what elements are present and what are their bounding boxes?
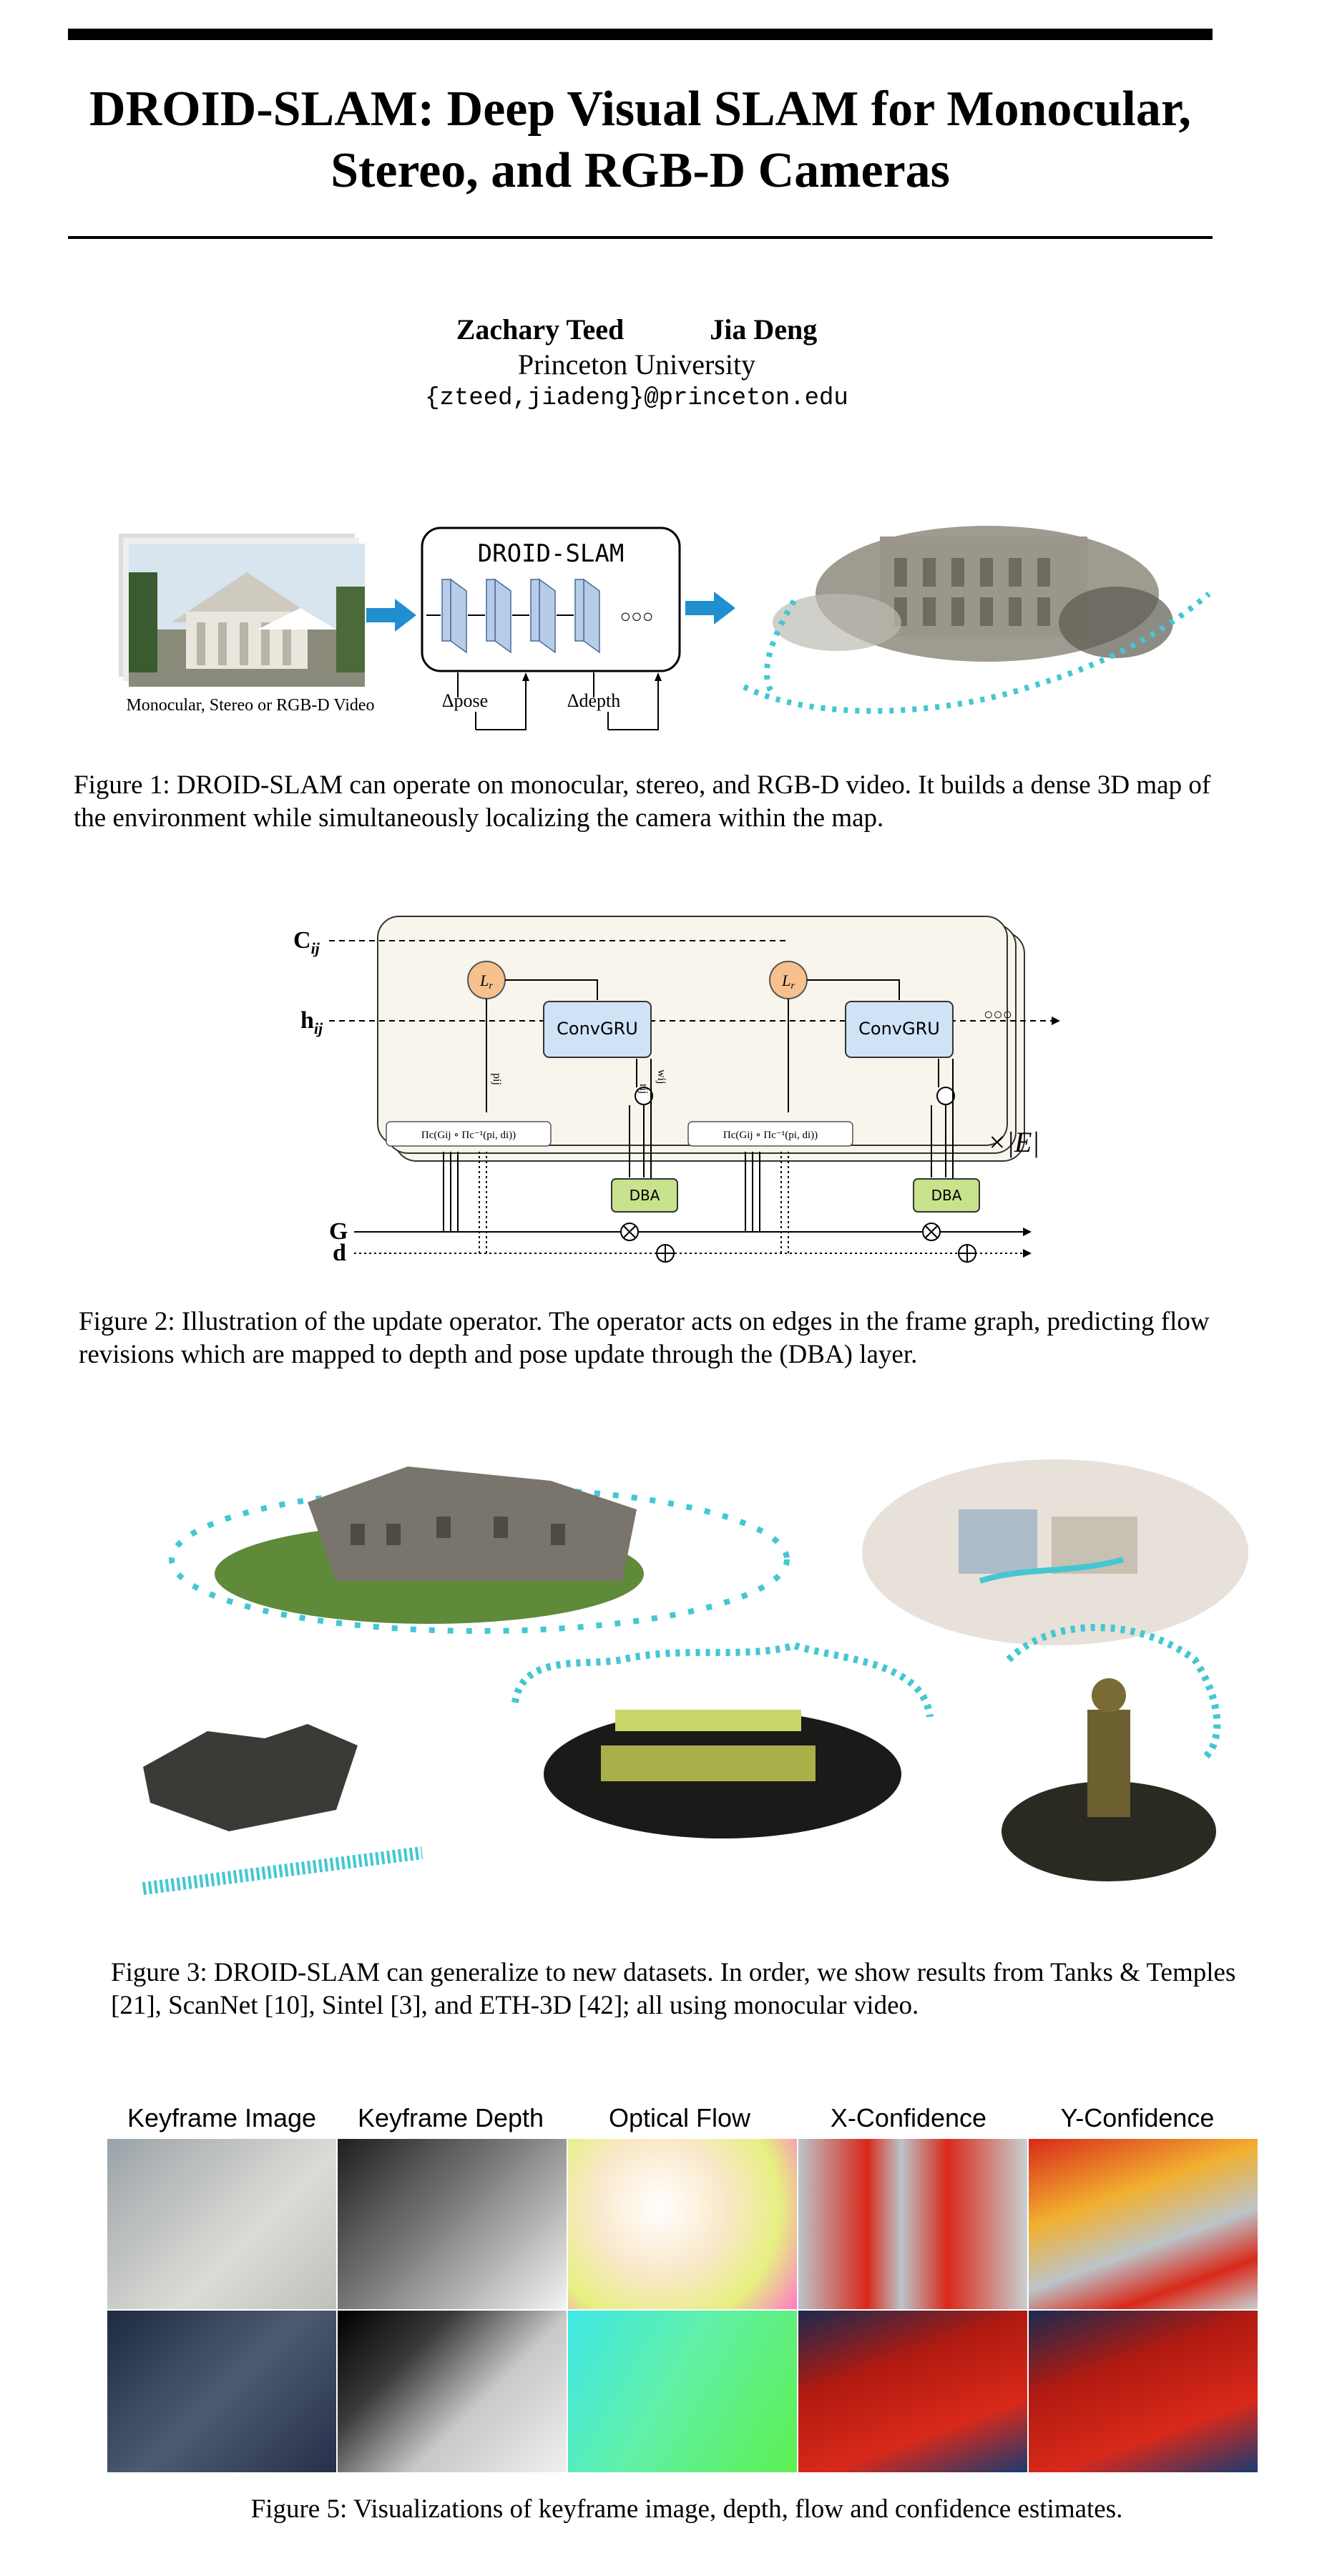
droid-slam-diagram: DROID-SLAM ○○○ Δpose Δdepth: [421, 527, 681, 730]
d-label: d: [333, 1240, 346, 1266]
column-header: Y-Confidence: [1060, 2103, 1215, 2132]
depth-label: Δdepth: [567, 690, 620, 711]
column-header: Keyframe Depth: [357, 2103, 544, 2132]
title-line-2: Stereo, and RGB-D Cameras: [330, 143, 950, 198]
times-e-label: ×|E|: [987, 1126, 1039, 1158]
convgru-label: ConvGRU: [557, 1019, 638, 1039]
title-line-1: DROID-SLAM: Deep Visual SLAM for Monocul…: [89, 82, 1192, 137]
eth3d-statue-reconstruction: [1002, 1624, 1221, 1881]
keyframe-depth: [338, 2311, 567, 2472]
figure-1: Monocular, Stereo or RGB-D Video DROID-S…: [107, 522, 1223, 737]
author-name: Zachary Teed: [456, 313, 625, 346]
input-video-frame: [129, 544, 365, 687]
plus-node: [936, 1087, 955, 1105]
title-bottom-rule: [68, 236, 1213, 239]
convgru-block: [543, 1001, 652, 1058]
projection-block: [386, 1121, 552, 1147]
sintel-reconstruction: [142, 1724, 423, 1895]
keyframe-depth: [338, 2139, 567, 2309]
input-label: Monocular, Stereo or RGB-D Video: [126, 696, 375, 715]
lr-label: Lr: [781, 971, 795, 991]
arrow-icon: [685, 592, 735, 625]
dba-label: DBA: [931, 1187, 962, 1204]
pij-label: pij: [491, 1073, 503, 1085]
column-header: Keyframe Image: [127, 2103, 317, 2132]
figure-3-caption: Figure 3: DROID-SLAM can generalize to n…: [111, 1958, 1236, 2020]
optical-flow: [568, 2311, 797, 2472]
h-label: hij: [300, 1007, 323, 1037]
convgru-block: [845, 1001, 954, 1058]
rij-label: rij: [637, 1084, 650, 1094]
author-name: Jia Deng: [710, 313, 818, 346]
figure-1-caption: Figure 1: DROID-SLAM can operate on mono…: [74, 770, 1211, 833]
lr-label: Lr: [479, 971, 493, 991]
wij-label: wij: [655, 1069, 667, 1084]
figure-5-grid: Keyframe Image Keyframe Depth Optical Fl…: [107, 2103, 1266, 2472]
projection-label: Πc(Gij ∘ Πc⁻¹(pi, di)): [421, 1130, 516, 1141]
box-title: DROID-SLAM: [478, 539, 625, 568]
arrow-icon: [366, 599, 416, 632]
convgru-label: ConvGRU: [858, 1019, 940, 1039]
keyframe-image: [107, 2139, 336, 2309]
email: {zteed,jiadeng}@princeton.edu: [425, 385, 848, 412]
keyframe-image: [107, 2311, 336, 2472]
author-list: Zachary Teed Jia Deng: [0, 313, 1273, 346]
eth3d-bench-reconstruction: [511, 1641, 934, 1838]
dba-block: [913, 1178, 980, 1213]
projection-block: [687, 1121, 853, 1147]
figure-3-results: [142, 1459, 1248, 1895]
g-label: G: [329, 1218, 348, 1245]
c-label: Cij: [293, 927, 320, 957]
dba-block: [611, 1178, 678, 1213]
optical-flow: [568, 2139, 797, 2309]
figure-2-update-operator: Cij hij Lr ConvGRU rij wij pij Πc(Gij ∘ …: [293, 916, 1060, 1266]
figure-5-caption: Figure 5: Visualizations of keyframe ima…: [250, 2494, 1123, 2524]
scannet-reconstruction: [862, 1459, 1248, 1645]
pose-label: Δpose: [442, 690, 488, 711]
x-confidence: [798, 2139, 1027, 2309]
paper-title: DROID-SLAM: Deep Visual SLAM for Monocul…: [68, 79, 1213, 202]
y-confidence: [1029, 2139, 1258, 2309]
projection-label: Πc(Gij ∘ Πc⁻¹(pi, di)): [723, 1130, 818, 1141]
tanks-temples-reconstruction: [169, 1466, 790, 1634]
reconstruction-pointcloud: [743, 526, 1211, 714]
top-rule: [68, 29, 1213, 40]
y-confidence: [1029, 2311, 1258, 2472]
courthouse-photo: [129, 544, 365, 687]
ellipsis-dots: ○○○: [620, 606, 653, 627]
plus-node: [635, 1087, 653, 1105]
ellipsis-dots: ○○○: [984, 1005, 1012, 1023]
x-confidence: [798, 2311, 1027, 2472]
figure-2-caption: Figure 2: Illustration of the update ope…: [79, 1307, 1210, 1369]
column-header: Optical Flow: [608, 2103, 751, 2132]
affiliation: Princeton University: [517, 348, 756, 381]
dba-label: DBA: [630, 1187, 660, 1204]
column-header: X-Confidence: [830, 2103, 987, 2132]
